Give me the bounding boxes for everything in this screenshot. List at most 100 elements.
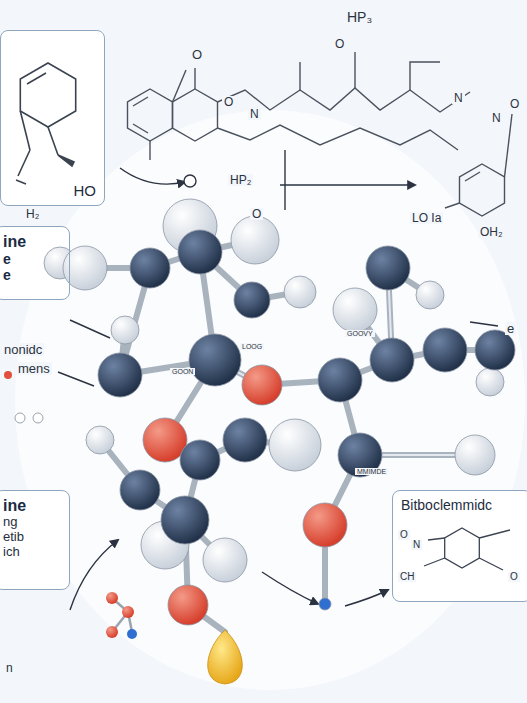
box-heading: ine <box>3 497 26 515</box>
chain <box>218 125 459 150</box>
hydrogen-atom <box>455 435 495 475</box>
structure-label: HP₂ <box>228 174 253 186</box>
red-dot <box>4 371 12 379</box>
ring-b <box>173 89 218 141</box>
cyclohexene-ring <box>20 63 75 127</box>
structure-label: GOOVY <box>345 330 375 337</box>
curved-arrow <box>70 540 118 610</box>
structure-label: O <box>222 96 235 108</box>
structure-label: O <box>508 98 521 110</box>
structure-label: LO Ia <box>410 212 443 224</box>
structure-label: H₂ <box>24 208 41 220</box>
oxygen-atom <box>303 503 347 547</box>
ring-structure <box>16 63 76 184</box>
structure-label: O <box>250 208 263 220</box>
hydrogen-atom <box>203 538 247 582</box>
double-bond <box>465 172 480 181</box>
structure-label: O <box>398 530 410 540</box>
carbon-atom <box>234 282 270 318</box>
structure-label: O <box>333 38 346 50</box>
structure-label: mens <box>16 362 52 375</box>
box-fill <box>0 490 70 590</box>
hydrogen-atom <box>86 426 114 454</box>
bond-line <box>299 62 300 90</box>
leader-line <box>470 322 498 326</box>
sulfur-drop <box>208 630 243 684</box>
atoms <box>44 199 515 625</box>
leader-line <box>70 320 110 338</box>
hydroxyl-label: HO <box>74 182 97 199</box>
grey-dot <box>33 413 43 423</box>
bond-line <box>18 150 30 176</box>
grey-dot <box>15 413 25 423</box>
carbon-atom <box>366 246 410 290</box>
hydrogen-atom <box>284 276 316 308</box>
carbon-atom <box>161 496 209 544</box>
structure-label: N <box>452 92 465 104</box>
carbon-atom <box>223 418 267 462</box>
carbon-atom <box>189 334 241 386</box>
oxygen-atom <box>168 585 208 625</box>
structure-label: CH <box>398 572 416 582</box>
oxygen-atom <box>242 365 282 405</box>
reaction-arrow <box>280 184 415 185</box>
box-fill <box>392 490 527 602</box>
double-bond <box>133 124 148 133</box>
hydrogen-atom <box>269 419 321 471</box>
label-box: ineee <box>0 226 70 300</box>
bond-line <box>445 203 460 208</box>
hydrogen-atom <box>333 288 377 332</box>
structure-label: O <box>508 572 520 582</box>
carbon-atom <box>180 440 220 480</box>
hydrogen-atom <box>416 281 444 309</box>
structure-label: n <box>4 662 15 674</box>
oxygen-atom <box>122 606 134 618</box>
structure-label: N <box>248 108 261 120</box>
carbon-atom <box>475 330 515 370</box>
carbon-atom <box>318 358 362 402</box>
hydrogen-atom <box>231 216 279 264</box>
ring-a <box>128 89 173 141</box>
structure-label: HP₃ <box>345 10 374 24</box>
small-atoms <box>4 371 137 639</box>
carbon-atom <box>423 328 467 372</box>
glow <box>15 110 525 690</box>
box-line: e <box>3 267 11 283</box>
carbonyl-bond <box>173 70 187 102</box>
reaction-scheme <box>128 52 513 216</box>
label-box: ineng etib ich <box>0 490 70 590</box>
bonds <box>60 240 495 632</box>
structure-label: N <box>490 112 503 124</box>
structure-label: O <box>190 48 204 61</box>
bond-line <box>479 530 510 538</box>
box-heading: ine <box>3 233 26 251</box>
label-box: HO <box>0 30 105 206</box>
bond-line <box>48 127 58 155</box>
structure-label: e <box>505 322 516 335</box>
ring-marker <box>184 175 196 187</box>
nitrogen-atom <box>127 629 137 639</box>
structure-label: N <box>411 540 422 550</box>
structure-label: MMIMDE <box>355 468 388 475</box>
box-body: ng etib ich <box>3 515 39 560</box>
nitrogen-atom <box>319 598 331 610</box>
guide-line <box>284 150 285 210</box>
carbon-atom <box>120 470 160 510</box>
double-bond <box>16 180 26 184</box>
curved-arrow <box>345 590 388 606</box>
carbon-atom <box>178 230 222 274</box>
ring <box>445 528 480 568</box>
carbon-atom <box>98 353 142 397</box>
oxygen-atom <box>106 626 118 638</box>
reaction-arrow <box>120 168 185 184</box>
structure-label: OH₂ <box>478 226 505 238</box>
ring-c <box>460 164 505 216</box>
leader-line <box>58 372 94 386</box>
hydrogen-atom <box>111 316 139 344</box>
bond-line <box>505 114 513 177</box>
carbon-atom <box>130 248 170 288</box>
bond-line <box>424 558 445 566</box>
